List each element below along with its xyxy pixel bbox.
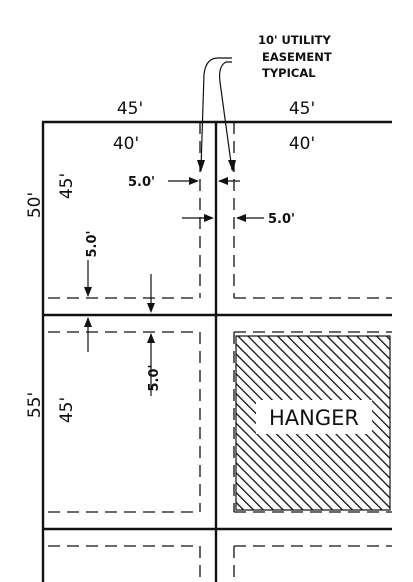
arrowhead: [228, 160, 236, 172]
rear-setback-label: 5.0': [85, 230, 100, 257]
lot-width-right: 45': [289, 99, 315, 119]
easement-label-line2: EASEMENT: [262, 50, 332, 64]
inner-depth-top: 45': [57, 173, 77, 199]
arrowhead: [84, 317, 92, 327]
hanger-label: HANGER: [269, 406, 359, 430]
arrowhead: [147, 303, 155, 313]
inner-width-left: 40': [113, 134, 139, 154]
lot-lines: [41, 120, 392, 582]
side-setback-left: [168, 177, 240, 185]
easement-leader: [197, 57, 236, 172]
arrowhead: [84, 287, 92, 297]
arrowhead: [204, 214, 214, 222]
side-setback-right: [182, 214, 264, 222]
arrowhead: [197, 160, 205, 172]
lot-depth-bottom: 55': [25, 392, 45, 418]
inner-width-right: 40': [289, 134, 315, 154]
setback-lines: [48, 122, 392, 582]
front-setback: [147, 274, 155, 396]
easement-leader-right: [219, 61, 233, 171]
side-setback-left-label: 5.0': [128, 175, 155, 190]
lot-depth-top: 50': [25, 192, 45, 218]
hanger-label-mask: [256, 400, 372, 434]
inner-depth-bottom: 45': [57, 397, 77, 423]
arrowhead: [189, 177, 199, 185]
arrowhead: [236, 214, 246, 222]
easement-label-line1: 10' UTILITY: [258, 33, 331, 47]
arrowhead: [147, 333, 155, 343]
arrowhead: [218, 177, 228, 185]
easement-label-line3: TYPICAL: [262, 66, 316, 80]
front-setback-label: 5.0': [147, 364, 162, 391]
side-setback-right-label: 5.0': [268, 212, 295, 227]
easement-leader-left: [200, 57, 232, 169]
rear-setback: [84, 260, 92, 352]
lot-width-left: 45': [117, 99, 143, 119]
